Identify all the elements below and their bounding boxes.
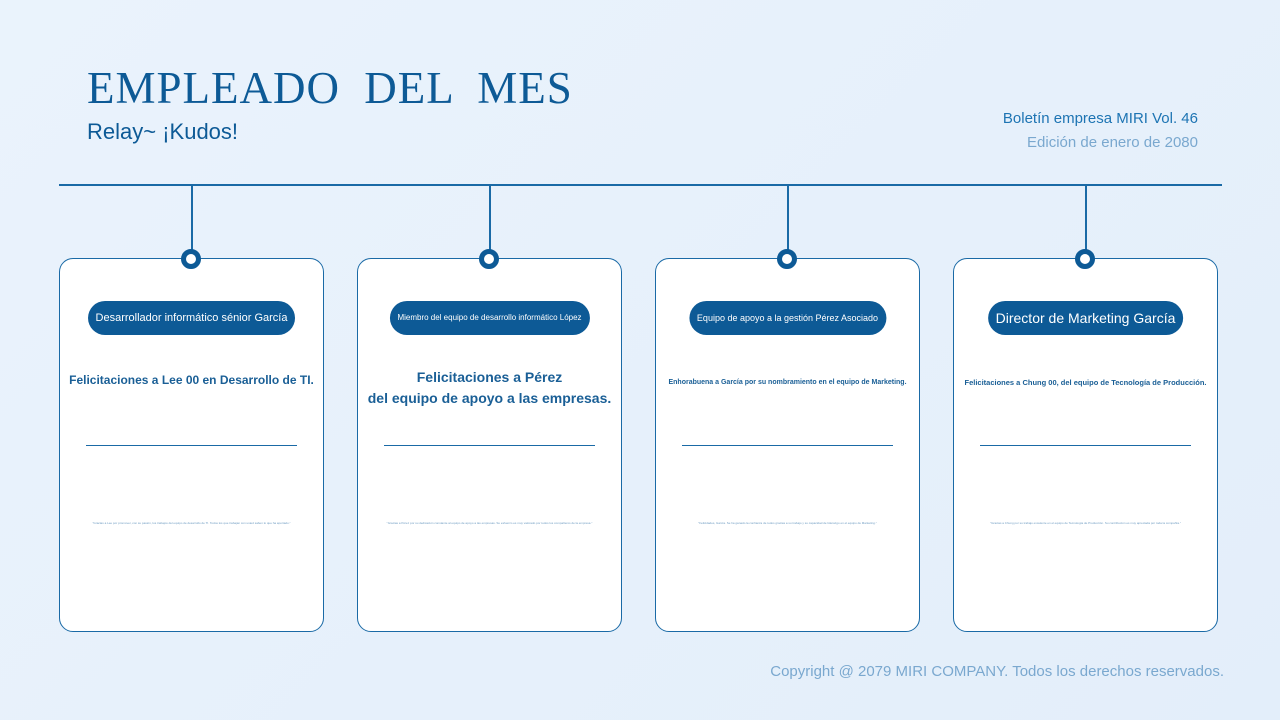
page-subtitle: Relay~ ¡Kudos! — [87, 119, 239, 144]
role-badge: Desarrollador informático sénior García — [87, 301, 296, 335]
newsletter-edition: Edición de enero de 2080 — [1027, 134, 1198, 151]
timeline-pin — [1075, 249, 1095, 269]
card-message-line: Felicitaciones a Chung 00, del equipo de… — [964, 378, 1207, 387]
newsletter-meta: Boletín empresa MIRI Vol. 46 Edición de … — [1003, 110, 1198, 152]
card-message-line: del equipo de apoyo a las empresas. — [367, 390, 612, 406]
timeline-connector — [1085, 185, 1087, 250]
newsletter-volume: Boletín empresa MIRI Vol. 46 — [1002, 110, 1198, 127]
timeline-pin — [181, 249, 201, 269]
card-message: Enhorabuena a García por su nombramiento… — [656, 378, 919, 387]
timeline-connector — [489, 185, 491, 250]
copyright-notice: Copyright @ 2079 MIRI COMPANY. Todos los… — [770, 663, 1224, 680]
page-title: EMPLEADO DEL MES — [87, 63, 573, 113]
kudos-card: Equipo de apoyo a la gestión Pérez Asoci… — [655, 258, 920, 632]
card-message-line: Felicitaciones a Lee 00 en Desarrollo de… — [69, 373, 314, 387]
card-message-line: Enhorabuena a García por su nombramiento… — [668, 379, 907, 386]
role-badge: Miembro del equipo de desarrollo informá… — [389, 301, 590, 335]
kudos-card: Miembro del equipo de desarrollo informá… — [357, 258, 622, 632]
role-badge: Director de Marketing García — [987, 301, 1184, 335]
card-divider — [384, 445, 595, 446]
card-message: Felicitaciones a Lee 00 en Desarrollo de… — [60, 373, 323, 388]
card-message: Felicitaciones a Chung 00, del equipo de… — [954, 378, 1217, 387]
card-message-line: Felicitaciones a Pérez — [416, 369, 563, 385]
card-quote: "Felicidades, García. Se ha ganado la co… — [698, 521, 877, 525]
card-divider — [980, 445, 1191, 446]
timeline-connector — [191, 185, 193, 250]
kudos-card: Desarrollador informático sénior García … — [59, 258, 324, 632]
role-badge: Equipo de apoyo a la gestión Pérez Asoci… — [688, 301, 887, 335]
card-quote: "Gracias a Lee por promover, con su pasi… — [92, 521, 291, 525]
card-divider — [682, 445, 893, 446]
kudos-card: Director de Marketing García Felicitacio… — [953, 258, 1218, 632]
card-message: Felicitaciones a Pérez del equipo de apo… — [358, 367, 621, 409]
card-quote: "Gracias a Pérez por su dedicación const… — [386, 521, 593, 525]
timeline-pin — [777, 249, 797, 269]
card-divider — [86, 445, 297, 446]
timeline-pin — [479, 249, 499, 269]
timeline-line — [59, 184, 1222, 186]
timeline-connector — [787, 185, 789, 250]
card-quote: "Gracias a Chung por su trabajo excelent… — [990, 521, 1181, 525]
